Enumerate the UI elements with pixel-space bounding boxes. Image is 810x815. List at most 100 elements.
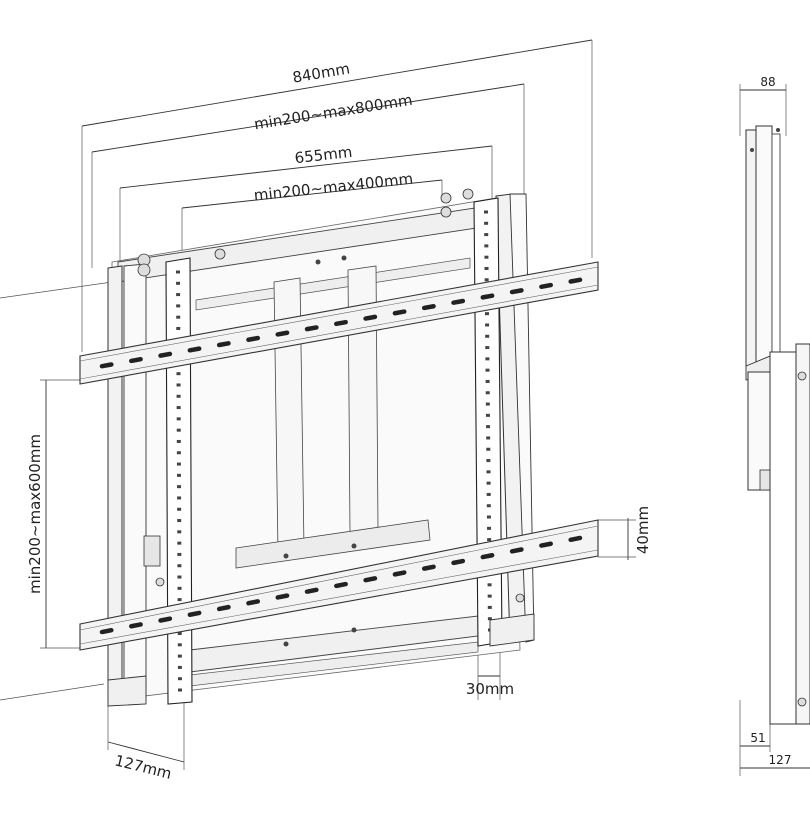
rail-slot bbox=[568, 277, 583, 284]
upright-hole bbox=[484, 255, 489, 259]
dim-line-overall-width bbox=[81, 39, 593, 127]
upright-hole bbox=[485, 391, 490, 395]
upright-hole bbox=[486, 492, 491, 496]
rail-slot bbox=[216, 341, 231, 348]
bolt bbox=[214, 248, 226, 260]
rail-slot bbox=[99, 362, 114, 369]
upright-hole bbox=[177, 654, 182, 658]
upright-hole bbox=[177, 530, 182, 534]
upright-hole bbox=[177, 564, 182, 568]
rail-edge bbox=[79, 284, 599, 380]
bolt bbox=[797, 371, 807, 381]
label-depth: 127mm bbox=[113, 751, 173, 782]
dim-line-depth bbox=[107, 741, 185, 763]
side-tv-arm bbox=[769, 351, 797, 725]
rail-slot bbox=[275, 330, 290, 337]
upright-hole bbox=[484, 233, 489, 237]
upright-hole bbox=[485, 379, 490, 383]
leader-line bbox=[0, 281, 113, 299]
upright-hole bbox=[487, 594, 492, 598]
bolt bbox=[440, 206, 452, 218]
upright-hole bbox=[176, 326, 181, 330]
upright-hole bbox=[176, 281, 181, 285]
upright-hole bbox=[487, 583, 492, 587]
upright-hole bbox=[486, 470, 491, 474]
label-upright-width: 30mm bbox=[466, 680, 514, 698]
upright-hole bbox=[485, 323, 490, 327]
front-view bbox=[79, 188, 599, 707]
upright-hole bbox=[177, 496, 182, 500]
upright-hole bbox=[486, 447, 491, 451]
bolt bbox=[797, 697, 807, 707]
upright-left bbox=[165, 257, 193, 705]
rail-slot bbox=[129, 622, 143, 629]
rail-slot bbox=[275, 593, 290, 600]
upright-hole bbox=[176, 473, 181, 477]
upright-hole bbox=[177, 519, 182, 523]
label-inner-width: 655mm bbox=[294, 143, 354, 167]
upright-hole bbox=[177, 586, 182, 590]
leader-line bbox=[0, 683, 105, 701]
screw-hole bbox=[315, 259, 321, 265]
label-side-bottom-inner: 51 bbox=[750, 731, 765, 745]
upright-hole bbox=[487, 617, 492, 621]
rail-slot bbox=[480, 293, 495, 300]
rail-slot bbox=[158, 616, 173, 623]
dim-line-inner-width bbox=[119, 145, 493, 189]
upright-hole bbox=[177, 677, 182, 681]
upright-hole bbox=[176, 304, 181, 308]
rail-slot bbox=[480, 553, 495, 560]
rail-bottom-slots bbox=[99, 535, 583, 635]
upright-hole bbox=[177, 575, 182, 579]
upright-hole bbox=[486, 436, 491, 440]
bolt bbox=[137, 263, 151, 277]
upright-hole bbox=[176, 406, 181, 410]
upright-hole bbox=[485, 413, 490, 417]
rail-slot bbox=[129, 356, 143, 364]
upright-hole bbox=[485, 334, 490, 338]
bolt bbox=[155, 577, 165, 587]
side-clamp bbox=[759, 469, 771, 491]
rail-slot bbox=[216, 604, 231, 612]
screw-hole bbox=[283, 553, 289, 559]
label-vertical-adjust: min200~max600mm bbox=[26, 434, 44, 594]
upright-hole bbox=[484, 244, 489, 248]
clamp-block bbox=[143, 535, 161, 567]
rail-slot bbox=[509, 547, 524, 554]
bolt bbox=[515, 593, 525, 603]
screw-hole bbox=[750, 148, 754, 152]
side-tv-plate bbox=[795, 343, 810, 725]
rail-slot bbox=[187, 610, 202, 617]
screw-hole bbox=[351, 543, 357, 549]
rail-edge bbox=[79, 266, 599, 362]
upright-hole bbox=[177, 485, 182, 489]
upright-hole bbox=[487, 605, 492, 609]
side-upper-rail bbox=[771, 133, 781, 367]
upright-hole bbox=[486, 425, 491, 429]
upright-hole bbox=[178, 688, 182, 692]
upright-hole bbox=[484, 210, 488, 214]
upright-hole bbox=[177, 541, 182, 545]
rail-slot bbox=[451, 558, 466, 566]
rail-top-slots bbox=[99, 277, 583, 369]
upright-hole bbox=[176, 428, 181, 432]
rail-slot bbox=[421, 564, 436, 571]
upright-hole bbox=[487, 526, 492, 530]
label-side-top: 88 bbox=[760, 75, 775, 89]
upright-hole bbox=[176, 451, 181, 455]
dimension-lines bbox=[0, 39, 636, 770]
screw-hole bbox=[283, 641, 289, 647]
rail-slot bbox=[187, 346, 202, 353]
upright-hole bbox=[484, 266, 489, 270]
rail-slot bbox=[539, 282, 553, 290]
bolt bbox=[462, 188, 474, 200]
side-upper-arm bbox=[755, 125, 773, 371]
rail-edge bbox=[79, 549, 599, 645]
upright-hole bbox=[176, 315, 181, 319]
upright-hole bbox=[177, 598, 182, 602]
upright-hole bbox=[177, 507, 182, 511]
dim-line-inner-adjust bbox=[181, 179, 443, 209]
rail-slot bbox=[421, 304, 436, 311]
upright-hole bbox=[177, 632, 182, 636]
